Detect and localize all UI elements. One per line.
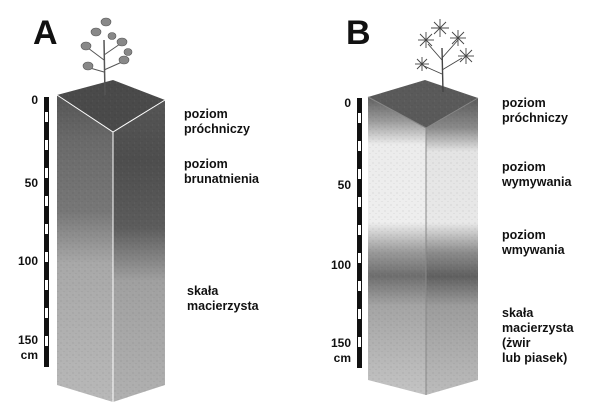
layer-label-a-parent-rock: skała macierzysta	[187, 284, 259, 314]
depth-tick-0-a: 0	[8, 93, 38, 107]
depth-tick-0-b: 0	[321, 96, 351, 110]
panel-label-a: A	[33, 14, 58, 53]
layer-label-b-parent-rock: skała macierzysta (żwir lub piasek)	[502, 306, 574, 366]
soil-column-b	[368, 80, 478, 395]
layer-label-a-brown: poziom brunatnienia	[184, 157, 259, 187]
soil-column-a	[57, 80, 165, 402]
panel-label-b: B	[346, 14, 371, 53]
depth-tick-100-a: 100	[8, 254, 38, 268]
layer-label-b-humus: poziom próchniczy	[502, 96, 568, 126]
depth-tick-100-b: 100	[321, 258, 351, 272]
depth-tick-150-a: 150	[8, 333, 38, 347]
depth-tick-150-b: 150	[321, 336, 351, 350]
depth-tick-50-b: 50	[321, 178, 351, 192]
depth-unit-b: cm	[321, 351, 351, 365]
depth-scale-a	[44, 97, 49, 367]
layer-label-b-illuvial: poziom wmywania	[502, 228, 565, 258]
layer-label-b-eluvial: poziom wymywania	[502, 160, 571, 190]
depth-tick-50-a: 50	[8, 176, 38, 190]
layer-label-a-humus: poziom próchniczy	[184, 107, 250, 137]
depth-unit-a: cm	[8, 348, 38, 362]
depth-scale-b	[357, 98, 362, 368]
